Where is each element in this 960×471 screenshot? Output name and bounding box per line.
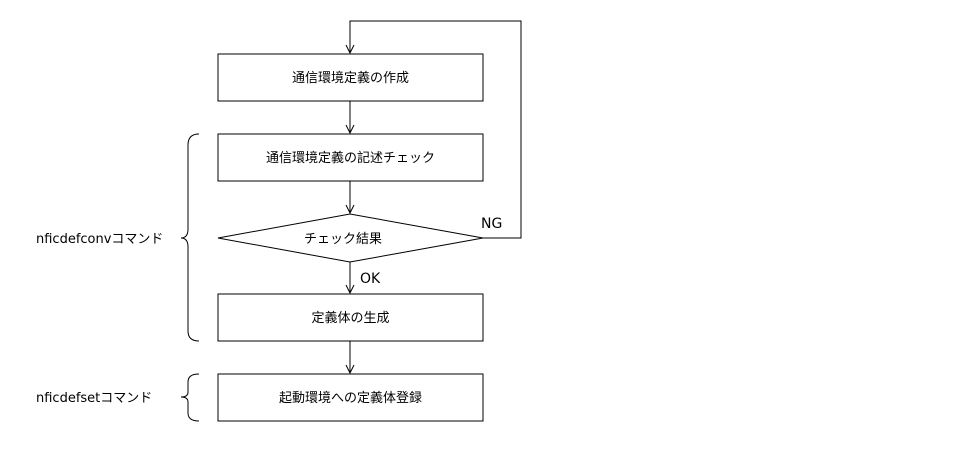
process-label: 起動環境への定義体登録 bbox=[279, 390, 422, 406]
decision-label: チェック結果 bbox=[304, 232, 382, 247]
brace-conv bbox=[180, 133, 200, 342]
process-check-description: 通信環境定義の記述チェック bbox=[217, 133, 484, 182]
process-label: 定義体の生成 bbox=[311, 310, 389, 326]
process-generate-definition: 定義体の生成 bbox=[217, 293, 484, 342]
edge-label-ng: NG bbox=[481, 216, 502, 232]
process-box bbox=[217, 293, 484, 342]
process-register-definition: 起動環境への定義体登録 bbox=[217, 373, 484, 422]
brace-set bbox=[180, 373, 200, 422]
process-label: 通信環境定義の記述チェック bbox=[266, 150, 435, 166]
command-label-set: nficdefsetコマンド bbox=[36, 391, 152, 406]
process-box bbox=[217, 373, 484, 422]
arrow-decision-ng-loop bbox=[350, 20, 522, 239]
process-label: 通信環境定義の作成 bbox=[292, 70, 409, 86]
edge-label-ok: OK bbox=[360, 271, 381, 287]
command-label-conv: nficdefconvコマンド bbox=[36, 232, 163, 247]
decision-check-result: チェック結果 bbox=[217, 213, 484, 263]
process-create-definition: 通信環境定義の作成 bbox=[217, 53, 484, 102]
process-box bbox=[217, 53, 484, 102]
process-box bbox=[217, 133, 484, 182]
